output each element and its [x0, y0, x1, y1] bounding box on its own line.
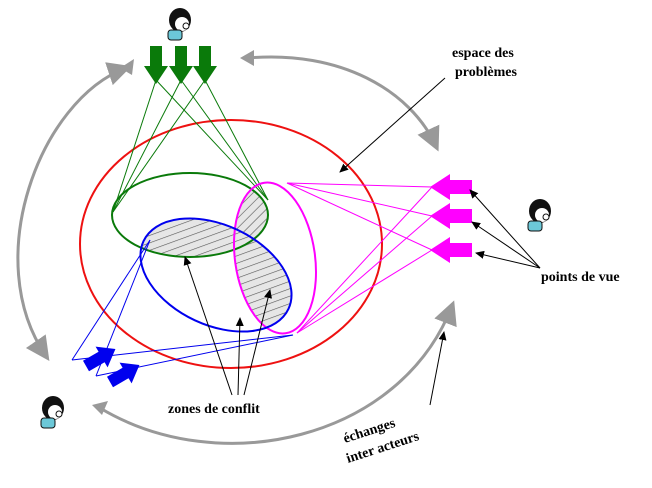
- arrow-icon: [430, 237, 472, 263]
- green-arrows: [144, 46, 217, 84]
- arrow-icon: [144, 46, 168, 84]
- arrow-icon: [107, 362, 140, 388]
- viewpoint-pointer-2: [471, 221, 541, 269]
- exchange-arrowheads: [92, 50, 254, 415]
- problem-space-label-line2: problèmes: [455, 65, 518, 80]
- viewpoints-label: points de vue: [541, 270, 620, 285]
- thinking-person-icon: [167, 8, 191, 41]
- problem-space-pointer: [339, 77, 446, 173]
- arrow-icon: [193, 46, 217, 84]
- conflict-pointer-1: [183, 256, 233, 396]
- problem-space-ellipse: [79, 119, 383, 369]
- exchange-arrows: [16, 55, 457, 445]
- arrow-icon: [430, 174, 472, 200]
- actor-bottom-left: [40, 396, 64, 429]
- problem-space-label-line1: espace des: [452, 46, 514, 61]
- viewpoint-pointer-1: [469, 189, 541, 269]
- actor-top: [167, 8, 191, 41]
- conflict-pointer-3: [243, 289, 272, 396]
- magenta-viewpoint: [286, 182, 433, 334]
- exchange-arrow-top: [247, 55, 440, 152]
- conflict-pointer-2: [235, 317, 244, 396]
- blue-view-ellipse: [139, 217, 293, 333]
- arrow-icon: [83, 346, 116, 372]
- actor-right: [527, 199, 551, 232]
- arrow-icon: [430, 203, 472, 229]
- arrow-icon: [169, 46, 193, 84]
- exchange-arrow-bottom: [99, 300, 457, 445]
- callout-lines: [183, 77, 541, 406]
- exchange-pointer: [429, 331, 447, 406]
- conflict-zone-blue-magenta: [224, 218, 292, 332]
- blue-arrows: [83, 346, 140, 388]
- exchange-arrow-left: [16, 66, 127, 361]
- conflict-zones-label: zones de conflit: [168, 402, 260, 417]
- thinking-person-icon: [527, 199, 551, 232]
- magenta-arrows: [430, 174, 472, 263]
- viewpoint-pointer-3: [475, 250, 541, 269]
- green-viewpoint: [112, 79, 269, 213]
- magenta-view-ellipse: [233, 181, 317, 335]
- thinking-person-icon: [40, 396, 64, 429]
